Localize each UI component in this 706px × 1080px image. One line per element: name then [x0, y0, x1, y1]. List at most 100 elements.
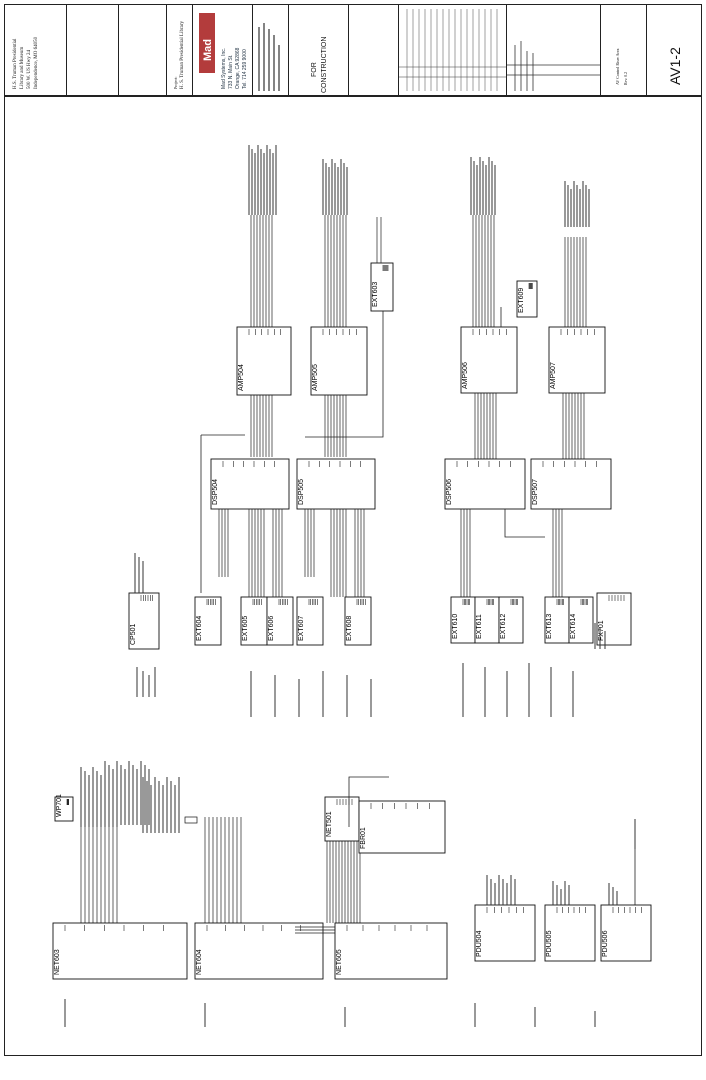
- revision-grid: [399, 9, 506, 91]
- device-ext609: EXT609: [516, 280, 538, 318]
- device-label-fbr01: FBR01: [360, 827, 367, 849]
- device-label-ext607: EXT607: [298, 616, 305, 641]
- company-logo: [199, 13, 215, 73]
- wire-bundle: [460, 509, 471, 597]
- device-ext614: EXT614: [568, 596, 594, 644]
- sheet-title-line-1: AV Control Riser Area: [615, 48, 620, 85]
- device-label-pdu504: PDU504: [476, 930, 483, 957]
- signal-label-column: [564, 181, 590, 227]
- device-label-fx701: FX701: [598, 620, 605, 641]
- device-label-wp701: WP701: [56, 794, 63, 817]
- device-label-ext609: EXT609: [518, 288, 525, 313]
- wire-bundle: [326, 827, 361, 923]
- device-ext608: EXT608: [344, 596, 372, 646]
- device-pdu506: PDU506: [600, 904, 652, 962]
- device-ext611: EXT611: [474, 596, 500, 644]
- device-cp501: CP501: [128, 592, 160, 650]
- device-ext603: EXT603: [370, 262, 394, 312]
- device-pdu505: PDU505: [544, 904, 596, 962]
- device-label-dsp505: DSP505: [298, 479, 305, 505]
- status-line-1: FOR: [311, 62, 318, 77]
- device-label-ext610: EXT610: [452, 614, 459, 639]
- device-label-ext612: EXT612: [500, 614, 507, 639]
- device-label-net501: NET501: [326, 811, 333, 837]
- device-fx701: FX701: [596, 592, 632, 646]
- wire-bundle: [272, 509, 283, 597]
- wire-bundle: [564, 237, 587, 327]
- wire-bundle: [562, 393, 585, 459]
- wire-bundle: [250, 395, 273, 457]
- signal-label-column: [470, 157, 496, 215]
- sheet-info-grid: [507, 41, 600, 91]
- signal-label-column: [552, 881, 570, 905]
- device-label-cp501: CP501: [130, 623, 137, 645]
- wire-bundle: [324, 215, 347, 327]
- signal-label-column: [248, 145, 277, 215]
- device-label-net605: NET605: [336, 949, 343, 975]
- signal-label-column: [104, 761, 150, 825]
- device-label-ext606: EXT606: [268, 616, 275, 641]
- device-ext606: EXT606: [266, 596, 294, 646]
- sheet-title-line-2: Rev. 0.2: [623, 71, 628, 85]
- wire-bundle: [250, 215, 273, 327]
- device-label-ext614: EXT614: [570, 614, 577, 639]
- wire-bundle: [295, 926, 335, 934]
- client-line-4: Independence, MO 64050: [34, 36, 39, 89]
- device-fbr01: FBR01: [358, 800, 446, 854]
- wire-bundle: [304, 509, 315, 577]
- signal-label-column: [486, 875, 516, 905]
- signal-label-column: [474, 1003, 596, 1027]
- signal-label-column: [134, 553, 144, 593]
- device-net604: NET604: [194, 922, 324, 980]
- device-label-dsp506: DSP506: [446, 479, 453, 505]
- device-label-ext613: EXT613: [546, 614, 553, 639]
- wire-bundle: [218, 509, 229, 577]
- wire-bundle: [474, 393, 497, 459]
- revision-table: [399, 5, 507, 95]
- title-block: H.S. Truman Presidential Library and Mus…: [4, 4, 702, 96]
- project-name: H. S. Truman Presidential Library: [180, 20, 185, 89]
- sheet-number: AV1-2: [667, 47, 683, 85]
- device-label-ext605: EXT605: [242, 616, 249, 641]
- wire-bundle: [204, 817, 242, 923]
- company-line-3: Orange, CA 92868: [235, 47, 241, 89]
- device-label-net603: NET603: [54, 949, 61, 975]
- device-label-amp507: AMP507: [550, 362, 557, 389]
- signal-label-column: [64, 999, 346, 1027]
- company-line-4: Tel. 714 259 9000: [242, 49, 248, 89]
- device-dsp504: DSP504: [210, 458, 290, 510]
- device-amp504: AMP504: [236, 326, 292, 396]
- device-label-ext608: EXT608: [346, 616, 353, 641]
- company-logo-text: Mad: [202, 39, 214, 61]
- device-label-pdu506: PDU506: [602, 930, 609, 957]
- project-label: Project:: [173, 76, 178, 89]
- device-label-dsp504: DSP504: [212, 479, 219, 505]
- device-amp506: AMP506: [460, 326, 518, 394]
- signal-label-column: [142, 777, 180, 833]
- client-line-1: H.S. Truman Presidential: [13, 38, 18, 89]
- status-cell: FOR CONSTRUCTION: [289, 5, 349, 95]
- signal-label-column: [462, 663, 574, 717]
- device-ext607: EXT607: [296, 596, 324, 646]
- device-ext604: EXT604: [194, 596, 222, 646]
- signal-label-column: [608, 883, 618, 905]
- device-label-amp504: AMP504: [238, 364, 245, 391]
- device-label-ext603: EXT603: [372, 282, 379, 307]
- wire-bundle: [376, 217, 382, 263]
- device-ext613: EXT613: [544, 596, 570, 644]
- device-label-amp505: AMP505: [312, 364, 319, 391]
- device-label-dsp507: DSP507: [532, 479, 539, 505]
- client-line-2: Library and Museum: [20, 46, 25, 89]
- device-label-pdu505: PDU505: [546, 930, 553, 957]
- company-line-2: 733 N. Main St.: [228, 54, 234, 89]
- signal-label-column: [594, 623, 606, 649]
- device-ext610: EXT610: [450, 596, 476, 644]
- signal-label-column: [322, 159, 348, 215]
- device-amp505: AMP505: [310, 326, 368, 396]
- blank-cell-2: [119, 5, 167, 95]
- device-net501: NET501: [324, 796, 360, 842]
- sheet-number-cell: AV1-2: [647, 5, 703, 95]
